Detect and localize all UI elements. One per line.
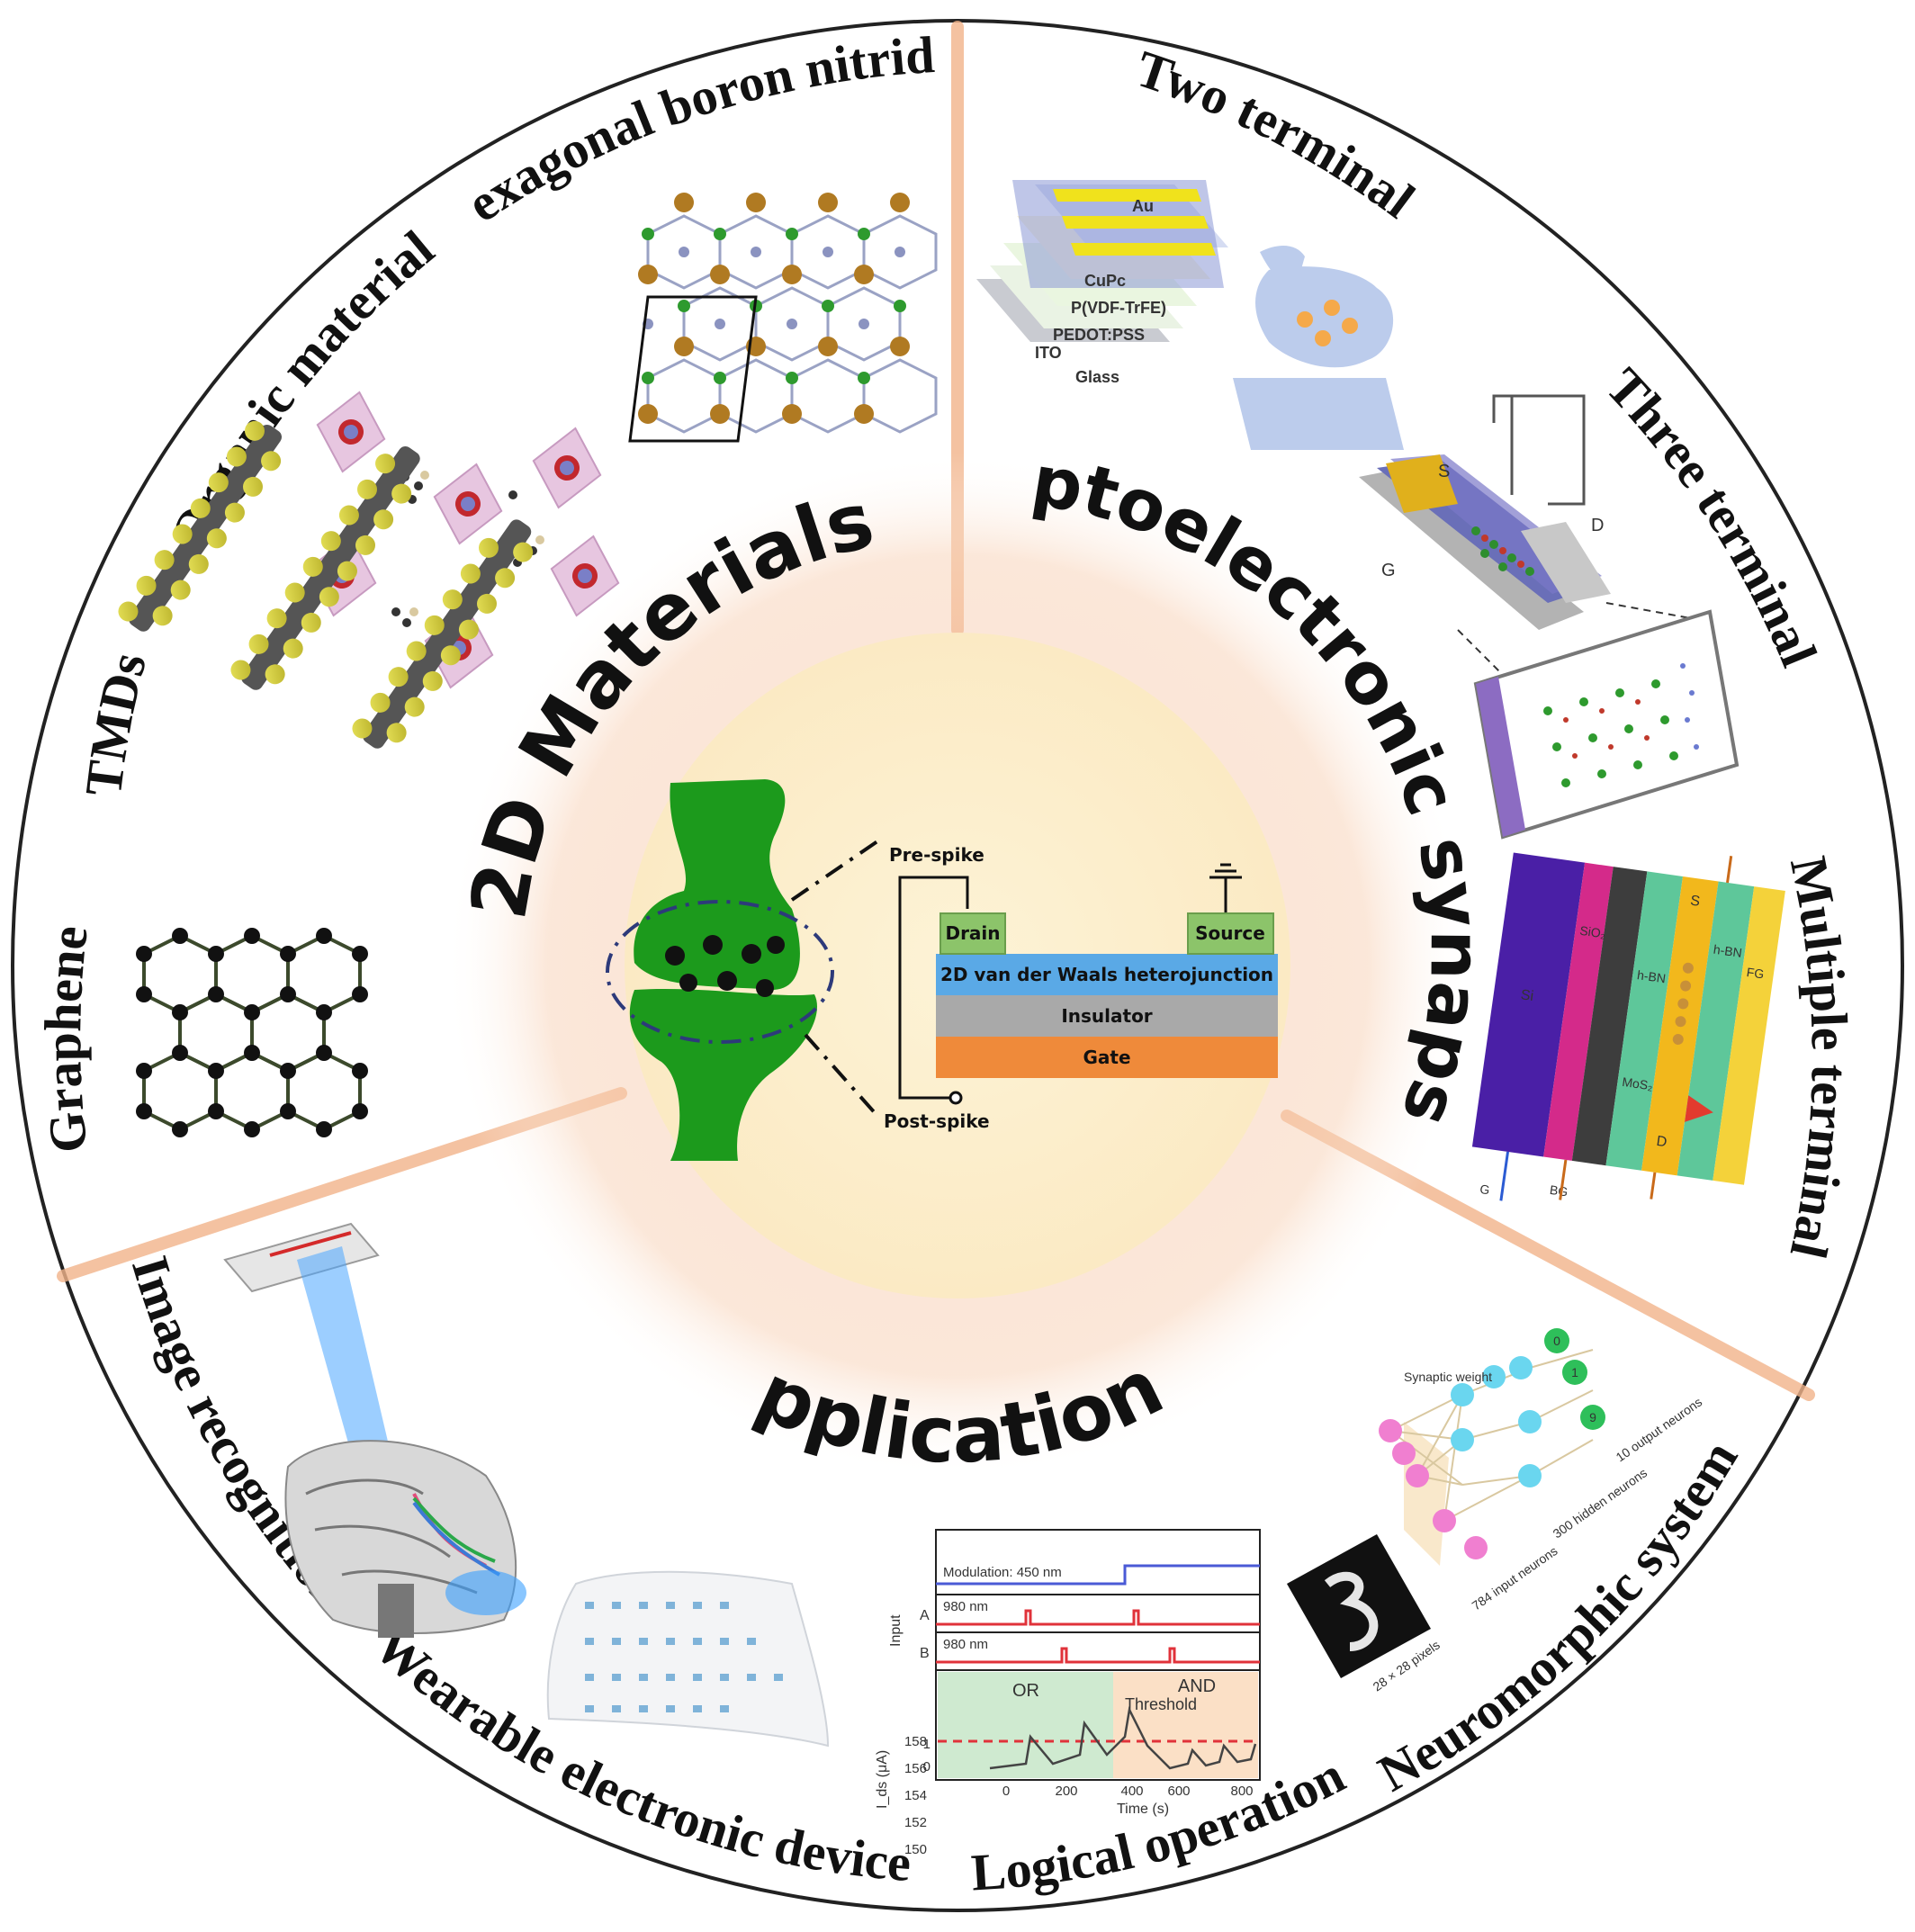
svg-text:1: 1 (1571, 1365, 1578, 1379)
svg-text:h-BN: h-BN (1636, 967, 1667, 985)
svg-text:400: 400 (1120, 1784, 1143, 1799)
multiple-terminal-device: Si SiO₂ h-BN MoS₂ S D h-BN FG BG G (1471, 852, 1785, 1201)
svg-text:AND: AND (1178, 1676, 1216, 1696)
svg-text:Au: Au (1132, 197, 1154, 215)
svg-text:Input: Input (888, 1614, 904, 1647)
svg-text:A: A (920, 1608, 930, 1623)
svg-text:I_ds (μA): I_ds (μA) (875, 1750, 890, 1809)
svg-text:200: 200 (1055, 1784, 1077, 1799)
presynaptic-terminal (634, 779, 800, 990)
drain-electrode (940, 912, 1006, 955)
svg-text:D: D (1656, 1134, 1668, 1150)
svg-text:0: 0 (923, 1759, 931, 1775)
drain-label: Drain (945, 922, 1000, 944)
hbn-lattice-illustration (628, 193, 938, 443)
source-electrode (1187, 912, 1274, 955)
svg-text:CuPc: CuPc (1084, 272, 1126, 290)
svg-text:Threshold: Threshold (1125, 1695, 1197, 1713)
two-terminal-device: Au CuPc P(VDF-TrFE) PEDOT:PSS ITO Glass (976, 180, 1404, 450)
three-terminal-device: S D G (1359, 394, 1740, 840)
svg-text:ITO: ITO (1035, 344, 1062, 362)
post-spike-label: Post-spike (884, 1110, 990, 1132)
svg-text:0: 0 (1553, 1334, 1560, 1348)
svg-text:BG: BG (1549, 1182, 1569, 1200)
label-graphene: Graphene (33, 922, 99, 1155)
svg-text:156: 156 (904, 1761, 927, 1776)
svg-text:Si: Si (1520, 987, 1534, 1004)
insulator-label: Insulator (1061, 1005, 1152, 1027)
svg-text:154: 154 (904, 1788, 927, 1803)
svg-text:980 nm: 980 nm (943, 1637, 988, 1652)
gate-label: Gate (1083, 1047, 1130, 1068)
svg-text:PEDOT:PSS: PEDOT:PSS (1053, 326, 1145, 344)
svg-text:800: 800 (1230, 1784, 1253, 1799)
svg-text:9: 9 (1589, 1410, 1596, 1424)
svg-text:150: 150 (904, 1842, 927, 1857)
source-label: Source (1195, 922, 1265, 944)
svg-text:MoS₂: MoS₂ (1622, 1074, 1654, 1093)
svg-text:OR: OR (1012, 1681, 1039, 1701)
svg-text:D: D (1591, 516, 1604, 535)
synaptic-cleft-ellipse (606, 900, 834, 1044)
logic-plot: Modulation: 450 nm 980 nm A 980 nm B Inp… (875, 1529, 1261, 1857)
postsynaptic-terminal (629, 988, 817, 1161)
svg-text:h-BN: h-BN (1713, 942, 1743, 960)
svg-text:P(VDF-TrFE): P(VDF-TrFE) (1071, 299, 1166, 317)
svg-text:0: 0 (1002, 1784, 1010, 1799)
svg-text:G: G (1381, 561, 1396, 580)
svg-text:152: 152 (904, 1815, 927, 1830)
svg-text:Modulation: 450 nm: Modulation: 450 nm (943, 1565, 1062, 1580)
svg-text:Time (s): Time (s) (1117, 1802, 1169, 1817)
svg-text:600: 600 (1167, 1784, 1190, 1799)
tmds-illustration (118, 420, 534, 749)
synapse-illustration (606, 779, 879, 1161)
svg-text:B: B (920, 1646, 930, 1661)
image-recognition-illustration (223, 1222, 526, 1638)
pre-spike-label: Pre-spike (889, 844, 984, 866)
heterojunction-layer (936, 954, 1278, 995)
svg-text:G: G (1479, 1182, 1490, 1197)
gate-layer (936, 1037, 1278, 1078)
insulator-layer (936, 995, 1278, 1037)
svg-text:1: 1 (923, 1737, 931, 1752)
svg-text:S: S (1438, 462, 1450, 481)
svg-text:FG: FG (1746, 965, 1765, 982)
svg-text:S: S (1689, 893, 1701, 909)
transistor-device: Drain Source 2D van der Waals heterojunc… (884, 844, 1278, 1132)
svg-text:980 nm: 980 nm (943, 1599, 988, 1614)
svg-text:Synaptic weight: Synaptic weight (1404, 1370, 1492, 1384)
wearable-illustration (546, 1570, 830, 1748)
svg-text:Glass: Glass (1075, 368, 1119, 386)
heterojunction-label: 2D van der Waals heterojunction (940, 964, 1273, 985)
svg-text:158: 158 (904, 1734, 927, 1749)
svg-text:SiO₂: SiO₂ (1578, 923, 1606, 941)
neurotransmitters (665, 935, 785, 997)
graphene-illustration (136, 928, 368, 1137)
